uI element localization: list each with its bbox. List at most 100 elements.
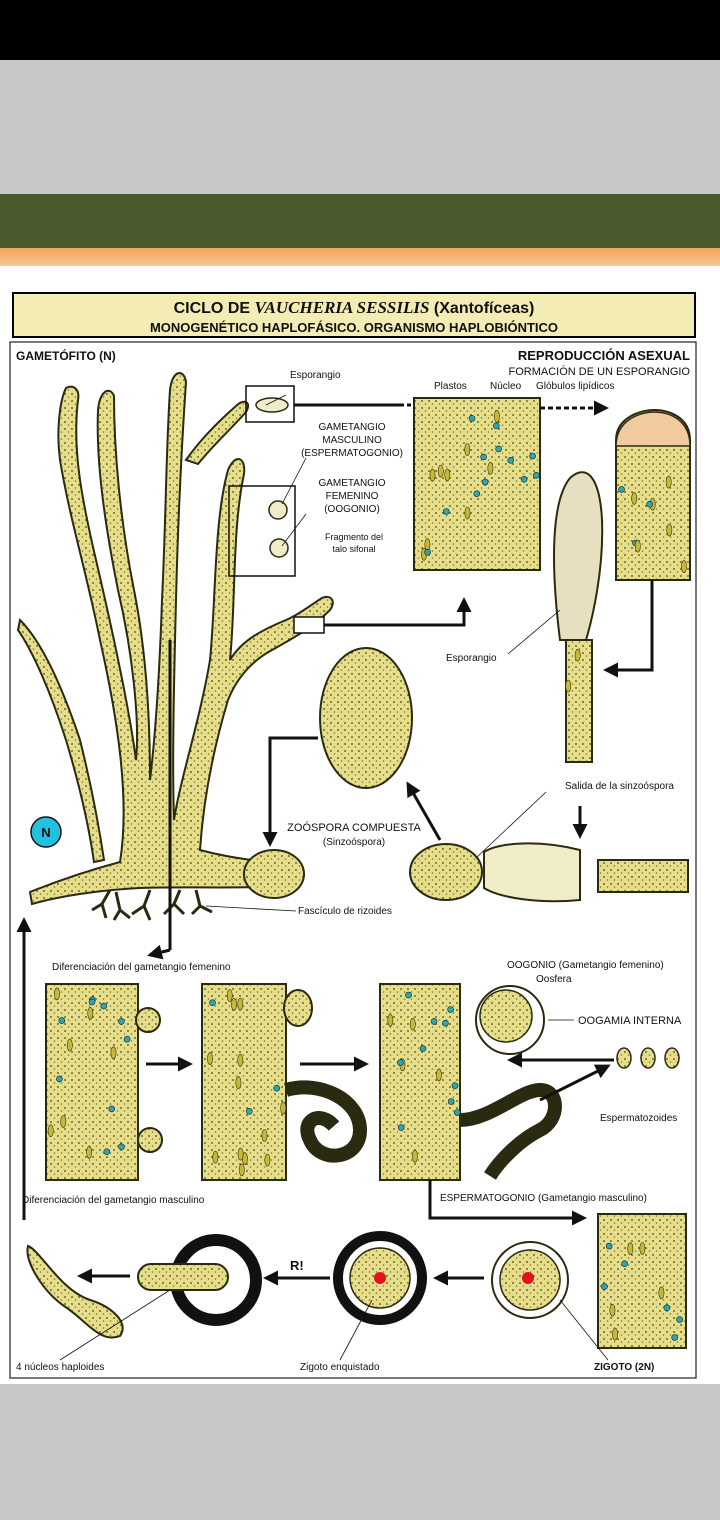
esporangio-small xyxy=(255,397,289,413)
fasciculo-label: Fascículo de rizoides xyxy=(298,906,392,917)
spermatogonium-coil xyxy=(459,1082,562,1180)
plastid-mark xyxy=(464,443,471,456)
oogonio-small-1 xyxy=(268,500,288,520)
plastid-mark xyxy=(235,1076,242,1089)
espermatogonio-label: ESPERMATOGONIO (Gametangio masculino) xyxy=(440,1193,647,1204)
nucleus-dot xyxy=(671,1334,679,1341)
plastid-mark xyxy=(411,1150,418,1163)
rhizoid-fascicle xyxy=(91,889,213,921)
emptying-sporangium xyxy=(483,842,581,903)
arrow-fragment-up xyxy=(324,597,472,627)
plastid-mark xyxy=(429,468,436,482)
nucleos-label: 4 núcleos haploides xyxy=(16,1362,104,1373)
plastid-mark xyxy=(435,1068,442,1082)
nucleus-dot xyxy=(532,471,540,479)
salida-label: Salida de la sinzoóspora xyxy=(565,781,674,792)
plastid-mark xyxy=(264,1153,271,1167)
esporangio-mid-label: Esporangio xyxy=(446,653,497,664)
siphonal-fragment-cell xyxy=(413,397,541,571)
plastid-mark xyxy=(237,1053,244,1067)
plastid-mark xyxy=(627,1242,634,1255)
compound-zoospore xyxy=(319,647,413,789)
zoospora-label-1: ZOÓSPORA COMPUESTA xyxy=(287,821,421,834)
nucleus-dot xyxy=(246,1108,253,1115)
gametangio-femenino-label-2: FEMENINO xyxy=(326,491,379,502)
espermatozoides-label: Espermatozoides xyxy=(600,1113,677,1124)
title-suffix: (Xantofíceas) xyxy=(429,300,535,317)
plastid-mark xyxy=(387,1013,394,1027)
plastid-mark xyxy=(226,989,233,1002)
plastid-mark xyxy=(612,1327,618,1341)
fragment-zoom-frame xyxy=(293,616,325,634)
gametofito-heading: GAMETÓFITO (N) xyxy=(16,348,116,363)
gametangio-femenino-label-1: GAMETANGIO xyxy=(318,478,385,489)
arrow-to-zygote-row xyxy=(428,1180,587,1226)
nucleus-dot xyxy=(273,1084,281,1092)
fragmento-label-2: talo sifonal xyxy=(332,544,375,554)
haploid-badge xyxy=(30,816,62,848)
plastid-mark xyxy=(666,523,673,537)
plastid-mark xyxy=(493,409,500,423)
fragmento-label-1: Fragmento del xyxy=(325,532,383,542)
leader-line xyxy=(281,457,307,505)
nucleus-dot xyxy=(430,1018,438,1025)
nucleus-dot xyxy=(663,1304,671,1312)
emerging-synzoospore xyxy=(409,843,483,901)
gametangio-masculino-label-3: (ESPERMATOGONIO) xyxy=(301,448,403,459)
plastid-mark xyxy=(681,560,687,573)
nucleus-dot xyxy=(529,452,536,460)
nucleus-dot xyxy=(58,1017,66,1024)
plastid-mark xyxy=(437,464,444,478)
plastid-mark xyxy=(639,1242,646,1255)
nucleus-dot xyxy=(495,445,502,453)
release-filament xyxy=(597,859,689,893)
nucleus-dot xyxy=(447,1098,455,1105)
plastid-mark xyxy=(54,987,60,1001)
meiosis-label: R! xyxy=(290,1258,304,1273)
nucleus-dot xyxy=(520,475,528,483)
leader-line xyxy=(59,1289,171,1361)
nucleus-dot xyxy=(468,415,476,422)
plastid-mark xyxy=(665,475,672,489)
nucleus-dot xyxy=(108,1105,115,1113)
bud-female-2 xyxy=(283,989,313,1027)
nucleus-dot xyxy=(601,1283,608,1290)
leader-line xyxy=(475,791,547,859)
slide-body xyxy=(0,266,720,1384)
nucleus-dot xyxy=(605,1242,613,1250)
leader-line xyxy=(205,905,297,912)
nucleus-dot xyxy=(56,1075,63,1083)
oosfera-label: Oosfera xyxy=(536,974,572,985)
plastid-mark xyxy=(87,1006,94,1020)
arrow-to-sporangium xyxy=(603,580,654,678)
gametangio-femenino-label-3: (OOGONIO) xyxy=(324,504,380,515)
title-species: VAUCHERIA SESSILIS xyxy=(254,298,430,317)
diagram-title-box: CICLO DE VAUCHERIA SESSILIS (Xantofíceas… xyxy=(12,292,696,338)
nucleus-dot xyxy=(447,1006,454,1013)
nucleus-dot xyxy=(123,1035,131,1043)
plastid-mark xyxy=(60,1115,67,1128)
plastid-mark xyxy=(238,1163,245,1177)
forming-sporangium-cell xyxy=(615,408,691,581)
plastid-mark xyxy=(565,679,572,693)
gametangio-masculino-label-1: GAMETANGIO xyxy=(318,422,385,433)
oosphere xyxy=(479,989,533,1043)
spermatozoids-group xyxy=(616,1047,680,1069)
bud-male-1 xyxy=(137,1127,163,1153)
leader-line xyxy=(265,394,287,406)
oogamia-label: OOGAMIA INTERNA xyxy=(578,1015,682,1027)
plastid-mark xyxy=(237,1147,244,1161)
plastid-mark xyxy=(110,1046,117,1060)
plastid-mark xyxy=(66,1038,73,1052)
nucleus-dot xyxy=(442,508,450,515)
plastid-mark xyxy=(609,1304,616,1317)
diagram-subtitle: MONOGENÉTICO HAPLOFÁSICO. ORGANISMO HAPL… xyxy=(149,320,559,335)
leader-line xyxy=(281,513,307,547)
nucleus-dot xyxy=(405,991,412,999)
arrow-spermatozoids-release xyxy=(539,1064,611,1102)
plastid-mark xyxy=(487,461,494,475)
organelles-layer xyxy=(47,409,687,1341)
mature-sporangium xyxy=(553,471,604,641)
zigoto-label: ZIGOTO (2N) xyxy=(594,1362,654,1373)
gametangia-zoom-frame xyxy=(228,485,296,577)
